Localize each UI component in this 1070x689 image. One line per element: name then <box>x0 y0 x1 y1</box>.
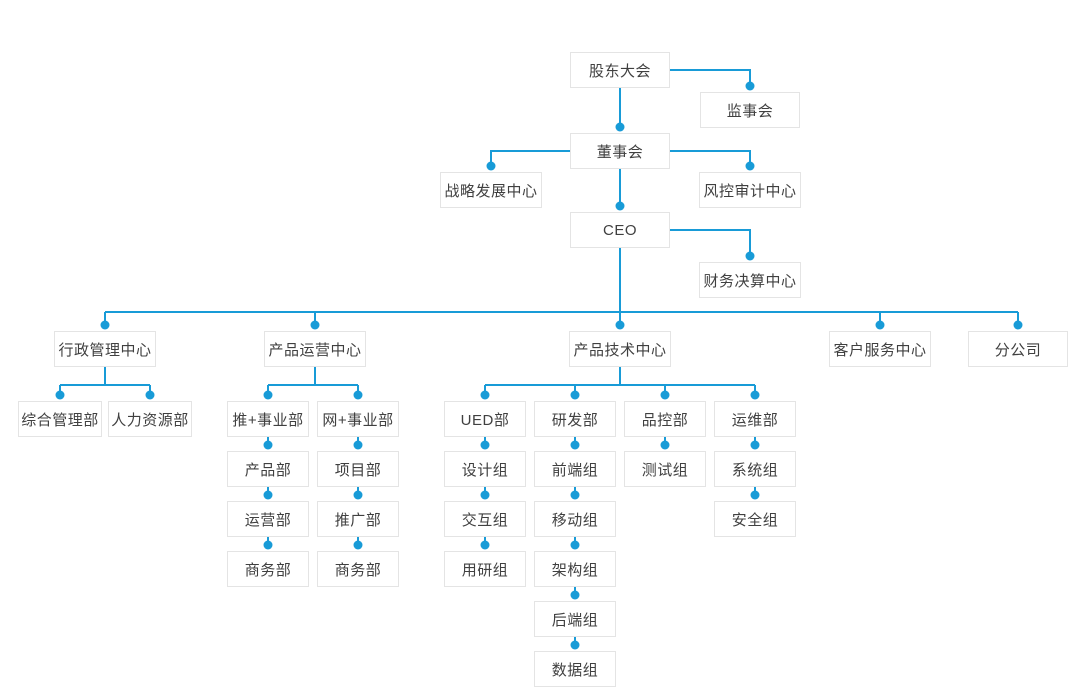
node-security-group: 安全组 <box>714 501 796 537</box>
node-project-dept: 项目部 <box>317 451 399 487</box>
node-wang-division: 网+事业部 <box>317 401 399 437</box>
node-general-affairs-dept: 综合管理部 <box>18 401 102 437</box>
node-finance-center: 财务决算中心 <box>699 262 801 298</box>
node-interaction-group: 交互组 <box>444 501 526 537</box>
node-tech-center: 产品技术中心 <box>569 331 671 367</box>
node-promotion-dept: 推广部 <box>317 501 399 537</box>
node-qc-dept: 品控部 <box>624 401 706 437</box>
node-hr-dept: 人力资源部 <box>108 401 192 437</box>
node-ceo: CEO <box>570 212 670 248</box>
node-operations-dept: 运营部 <box>227 501 309 537</box>
node-business-dept-a: 商务部 <box>227 551 309 587</box>
node-board-of-directors: 董事会 <box>570 133 670 169</box>
node-rd-dept: 研发部 <box>534 401 616 437</box>
node-shareholders-meeting: 股东大会 <box>570 52 670 88</box>
node-design-group: 设计组 <box>444 451 526 487</box>
node-mobile-group: 移动组 <box>534 501 616 537</box>
node-research-group: 用研组 <box>444 551 526 587</box>
node-product-dept: 产品部 <box>227 451 309 487</box>
node-architecture-group: 架构组 <box>534 551 616 587</box>
node-branch-company: 分公司 <box>968 331 1068 367</box>
node-risk-audit-center: 风控审计中心 <box>699 172 801 208</box>
node-backend-group: 后端组 <box>534 601 616 637</box>
node-system-group: 系统组 <box>714 451 796 487</box>
node-frontend-group: 前端组 <box>534 451 616 487</box>
node-testing-group: 测试组 <box>624 451 706 487</box>
node-data-group: 数据组 <box>534 651 616 687</box>
node-supervisory-board: 监事会 <box>700 92 800 128</box>
node-ops-center: 产品运营中心 <box>264 331 366 367</box>
node-om-dept: 运维部 <box>714 401 796 437</box>
node-service-center: 客户服务中心 <box>829 331 931 367</box>
node-tui-division: 推+事业部 <box>227 401 309 437</box>
node-admin-center: 行政管理中心 <box>54 331 156 367</box>
node-business-dept-b: 商务部 <box>317 551 399 587</box>
node-ued-dept: UED部 <box>444 401 526 437</box>
node-strategy-center: 战略发展中心 <box>440 172 542 208</box>
